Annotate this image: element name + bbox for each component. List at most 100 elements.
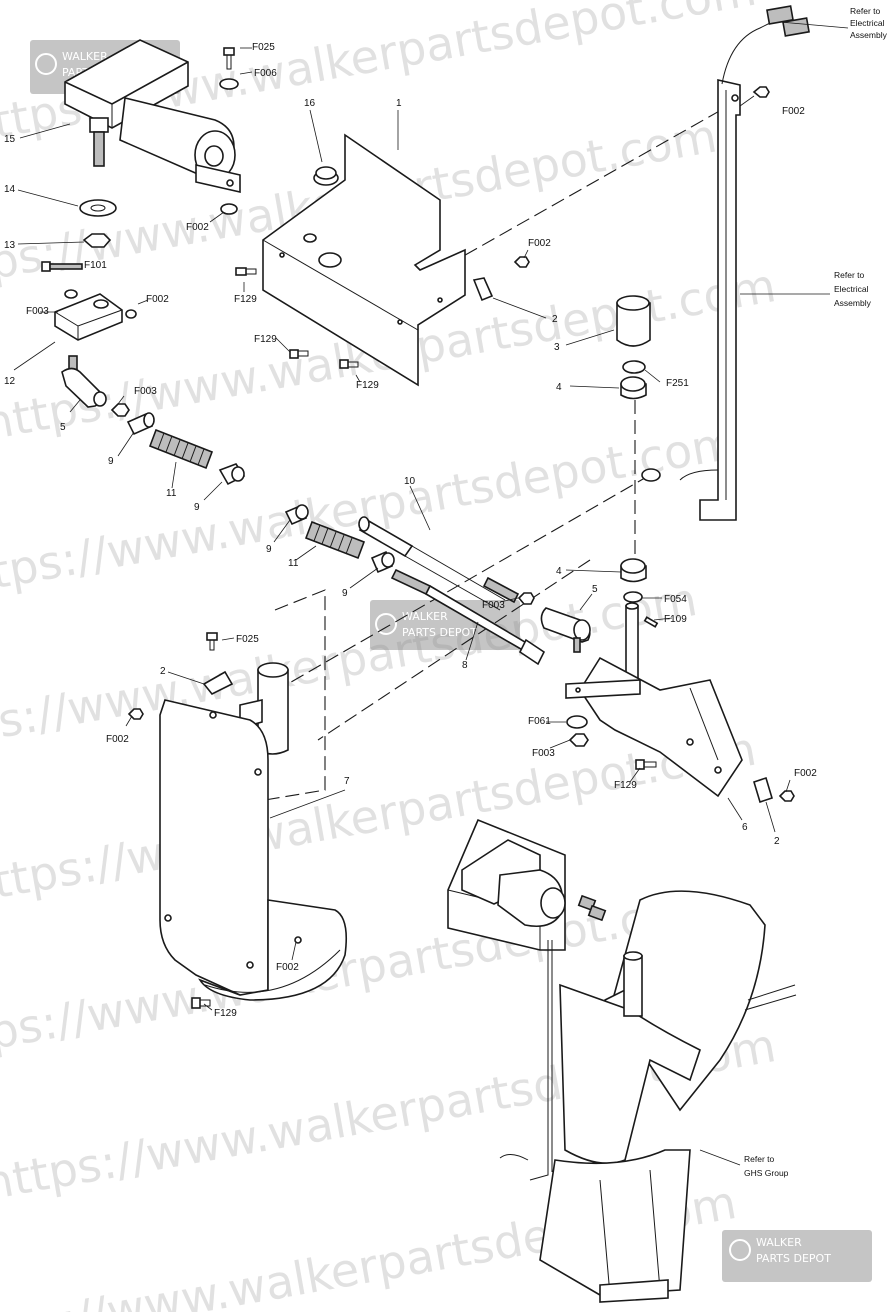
spacer-4-top <box>620 376 647 400</box>
assembly-dashed-lines <box>259 104 731 801</box>
screw-f129-a <box>235 267 257 276</box>
nut-f002-rod <box>752 86 770 98</box>
nut-f002-guard <box>127 708 144 720</box>
callout-12: 12 <box>4 376 16 387</box>
washer-f006 <box>219 78 239 90</box>
callout-labels: F025 F006 16 1 15 14 F002 13 F101 F003 F… <box>4 42 817 1019</box>
badge-bottom-text: PARTS DEPOT <box>402 626 477 639</box>
badge-bottom-text: PARTS DEPOT <box>756 1252 831 1265</box>
callout-11: 11 <box>288 558 299 569</box>
badge-top-text: WALKER <box>756 1236 802 1249</box>
spring-11-a <box>148 428 214 470</box>
guard-7 <box>159 662 348 1001</box>
callout-2: 2 <box>774 836 780 847</box>
callout-2: 2 <box>552 314 558 325</box>
callout-f002: F002 <box>794 768 817 779</box>
callout-f002: F002 <box>276 962 299 973</box>
callout-15: 15 <box>4 134 16 145</box>
svg-text:Assembly: Assembly <box>834 298 872 308</box>
svg-text:Assembly: Assembly <box>850 30 888 40</box>
nut-13 <box>82 233 112 248</box>
callout-f003: F003 <box>482 600 505 611</box>
note-ghs-group: Refer to GHS Group <box>744 1154 789 1178</box>
callout-f025: F025 <box>236 634 259 645</box>
bolt-f101 <box>41 261 83 272</box>
badge-top-text: WALKER <box>402 610 448 623</box>
svg-text:Electrical: Electrical <box>850 18 885 28</box>
svg-text:Electrical: Electrical <box>834 284 869 294</box>
bolt-8 <box>390 568 546 666</box>
callout-f025: F025 <box>252 42 275 53</box>
callout-f003: F003 <box>532 748 555 759</box>
screw-f129-b <box>289 349 309 359</box>
bracket-1 <box>262 133 466 387</box>
tube-10 <box>358 516 520 611</box>
ball-joint-5-left <box>61 355 107 408</box>
grommet-16 <box>313 166 339 186</box>
callout-f129: F129 <box>254 334 277 345</box>
watermark-text: https://www.walkerpartsdepot.com <box>0 722 760 915</box>
screw-f025-b <box>206 632 218 651</box>
washer-f054 <box>623 591 643 603</box>
callout-5: 5 <box>592 584 598 595</box>
callout-f129: F129 <box>614 780 637 791</box>
clamp-block-12 <box>54 289 137 341</box>
callout-f002: F002 <box>146 294 169 305</box>
assembled-view <box>447 818 797 1303</box>
clip-2-left <box>202 670 234 696</box>
nut-f002-motor <box>220 203 238 215</box>
callout-9: 9 <box>194 502 200 513</box>
note-electrical-top: Refer to Electrical Assembly <box>850 6 888 40</box>
callout-f003: F003 <box>26 306 49 317</box>
callout-f054: F054 <box>664 594 687 605</box>
nut-f002-right <box>778 790 795 802</box>
washer-f061 <box>566 715 588 729</box>
watermark-badge: WALKER PARTS DEPOT <box>722 1230 872 1282</box>
callout-f109: F109 <box>664 614 687 625</box>
clip-2-right <box>753 776 773 804</box>
nut-f002-top <box>513 256 530 268</box>
callout-f129: F129 <box>234 294 257 305</box>
bushing-9-b <box>218 463 246 486</box>
callout-4: 4 <box>556 566 562 577</box>
callout-2: 2 <box>160 666 166 677</box>
callout-9: 9 <box>342 588 348 599</box>
callout-9: 9 <box>108 456 114 467</box>
svg-text:Refer to: Refer to <box>850 6 881 16</box>
callout-3: 3 <box>554 342 560 353</box>
note-electrical-mid: Refer to Electrical Assembly <box>834 270 872 308</box>
callout-f006: F006 <box>254 68 277 79</box>
screw-f129-d <box>635 759 657 770</box>
sleeve-3 <box>616 295 651 347</box>
callout-f002: F002 <box>106 734 129 745</box>
screw-f129-c <box>339 359 359 369</box>
callout-6: 6 <box>742 822 748 833</box>
callout-14: 14 <box>4 184 16 195</box>
svg-text:Refer to: Refer to <box>834 270 865 280</box>
callout-13: 13 <box>4 240 16 251</box>
bushing-9-a <box>126 412 155 436</box>
callout-7: 7 <box>344 776 350 787</box>
nut-f003-mid <box>517 592 535 605</box>
callout-f061: F061 <box>528 716 551 727</box>
callout-16: 16 <box>304 98 316 109</box>
callout-4: 4 <box>556 382 562 393</box>
spring-11-b <box>304 520 366 560</box>
bushing-9-d <box>370 550 395 574</box>
callout-f129: F129 <box>214 1008 237 1019</box>
callout-8: 8 <box>462 660 468 671</box>
badge-top-text: WALKER <box>62 50 108 63</box>
callout-f002: F002 <box>186 222 209 233</box>
chute-bracket-6 <box>565 602 743 798</box>
washer-f251 <box>622 360 646 374</box>
callout-f003: F003 <box>134 386 157 397</box>
callout-f129: F129 <box>356 380 379 391</box>
callout-11: 11 <box>166 488 177 499</box>
clip-2-top <box>472 277 494 302</box>
callout-f002: F002 <box>782 106 805 117</box>
screw-f129-e <box>191 997 211 1009</box>
callout-9: 9 <box>266 544 272 555</box>
callout-f251: F251 <box>666 378 689 389</box>
spacer-4-bottom <box>620 558 647 583</box>
